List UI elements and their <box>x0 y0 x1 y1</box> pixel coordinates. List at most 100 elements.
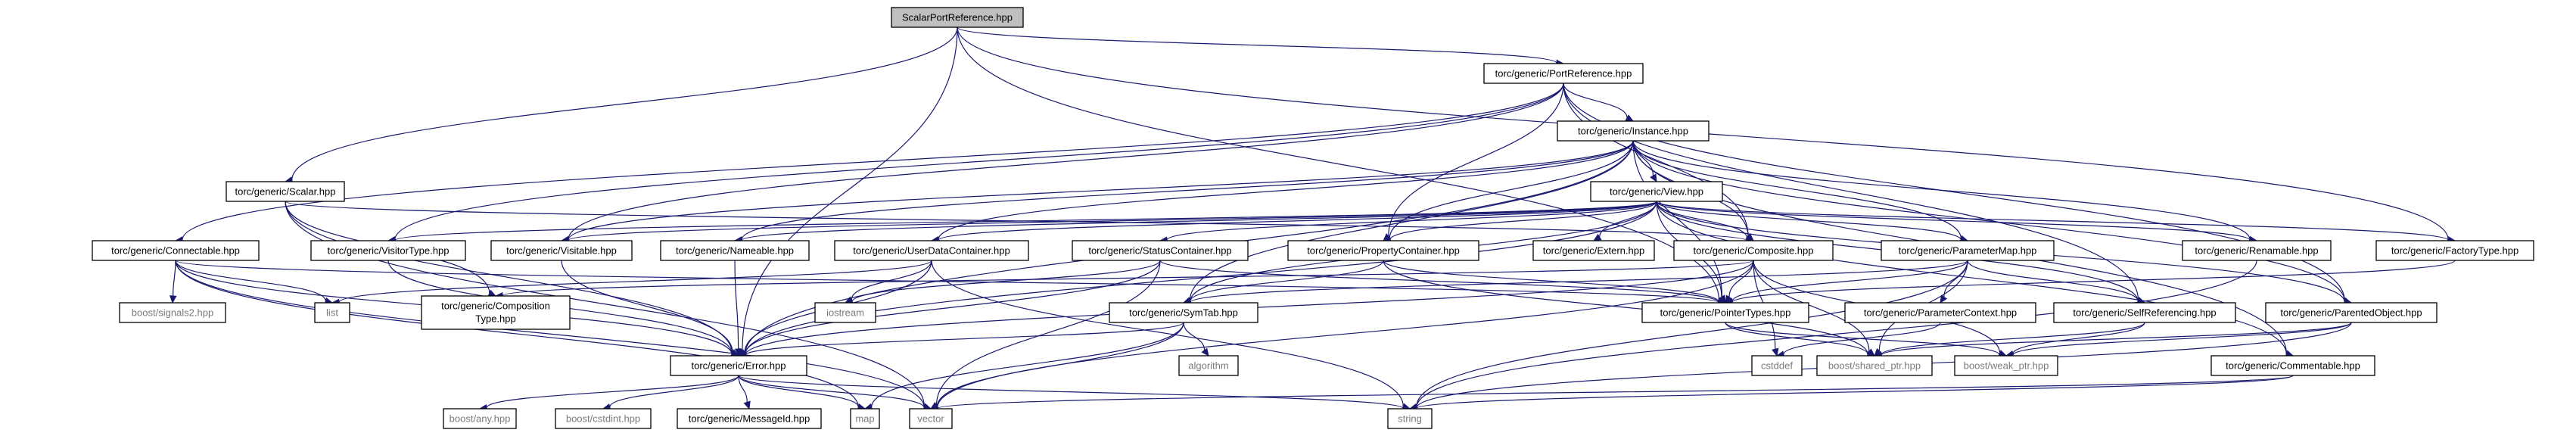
node-propcont[interactable]: torc/generic/PropertyContainer.hpp <box>1287 240 1479 261</box>
node-label: torc/generic/ParentedObject.hpp <box>2280 307 2422 318</box>
node-symtab[interactable]: torc/generic/SymTab.hpp <box>1109 302 1258 323</box>
edge-portref-to-visitortype <box>387 83 1564 244</box>
node-label: boost/signals2.hpp <box>132 307 213 318</box>
node-parammap[interactable]: torc/generic/ParameterMap.hpp <box>1881 240 2055 261</box>
node-label: torc/generic/Composition <box>441 300 550 311</box>
node-label: torc/generic/Scalar.hpp <box>235 185 336 197</box>
edge-layer <box>169 26 2456 413</box>
edge-symtab-to-algorithm <box>1183 322 1209 357</box>
node-label: Type.hpp <box>475 313 516 324</box>
node-label: torc/generic/StatusContainer.hpp <box>1088 244 1231 256</box>
node-map: map <box>850 408 880 429</box>
edge-error-to-messageid <box>738 375 751 410</box>
node-vector: vector <box>909 408 953 429</box>
node-instance[interactable]: torc/generic/Instance.hpp <box>1557 120 1710 142</box>
node-statuscont[interactable]: torc/generic/StatusContainer.hpp <box>1072 240 1249 261</box>
node-visitable[interactable]: torc/generic/Visitable.hpp <box>490 240 633 261</box>
edge-root-to-portref <box>957 26 1565 67</box>
node-visitortype[interactable]: torc/generic/VisitorType.hpp <box>310 240 466 261</box>
node-portref[interactable]: torc/generic/PortReference.hpp <box>1483 63 1644 84</box>
node-label: torc/generic/Connectable.hpp <box>111 244 240 256</box>
node-label: torc/generic/SelfReferencing.hpp <box>2073 307 2216 318</box>
node-label: list <box>326 307 338 318</box>
edge-error-to-boostcstdint <box>602 375 739 411</box>
node-label: string <box>1398 413 1422 424</box>
node-label: cstddef <box>1761 360 1793 371</box>
edge-view-to-nameable <box>733 201 1657 244</box>
node-selfref[interactable]: torc/generic/SelfReferencing.hpp <box>2053 302 2236 323</box>
node-parented[interactable]: torc/generic/ParentedObject.hpp <box>2265 302 2438 323</box>
edge-parammap-to-paramctx <box>1940 260 1968 304</box>
node-view[interactable]: torc/generic/View.hpp <box>1590 181 1723 202</box>
edge-nameable-to-error <box>734 260 742 357</box>
node-label: boost/any.hpp <box>450 413 511 424</box>
edge-propcont-to-symtab <box>1182 260 1384 305</box>
node-label: torc/generic/MessageId.hpp <box>689 413 810 424</box>
node-userdata[interactable]: torc/generic/UserDataContainer.hpp <box>834 240 1029 261</box>
node-list: list <box>314 302 350 323</box>
node-commentable[interactable]: torc/generic/Commentable.hpp <box>2210 355 2375 376</box>
node-label: iostream <box>826 307 864 318</box>
node-label: torc/generic/Extern.hpp <box>1543 244 1644 256</box>
node-boostany: boost/any.hpp <box>443 408 517 429</box>
node-nameable[interactable]: torc/generic/Nameable.hpp <box>660 240 810 261</box>
node-label: torc/generic/FactoryType.hpp <box>2391 244 2518 256</box>
edge-instance-to-renamable <box>1632 140 2258 244</box>
node-iostream: iostream <box>814 302 876 323</box>
edge-portref-to-instance <box>1563 83 1635 122</box>
edge-portref-to-visitable <box>560 83 1564 244</box>
node-sharedptr: boost/shared_ptr.hpp <box>1816 355 1933 376</box>
node-label: boost/shared_ptr.hpp <box>1828 360 1921 371</box>
node-label: vector <box>917 413 944 424</box>
node-error[interactable]: torc/generic/Error.hpp <box>670 355 807 376</box>
node-label: boost/weak_ptr.hpp <box>1964 360 2049 371</box>
node-connectable[interactable]: torc/generic/Connectable.hpp <box>92 240 260 261</box>
edge-parented-to-sharedptr <box>1873 322 2352 360</box>
node-boostsignals: boost/signals2.hpp <box>119 302 226 323</box>
edge-statuscont-to-pointertypes <box>1159 260 1727 307</box>
node-label: torc/generic/PointerTypes.hpp <box>1660 307 1791 318</box>
node-label: torc/generic/Instance.hpp <box>1578 125 1688 136</box>
node-label: ScalarPortReference.hpp <box>902 11 1013 23</box>
node-factorytype[interactable]: torc/generic/FactoryType.hpp <box>2375 240 2534 261</box>
node-label: algorithm <box>1188 360 1228 371</box>
node-label: torc/generic/SymTab.hpp <box>1129 307 1238 318</box>
edge-composite-to-pointertypes <box>1725 260 1754 304</box>
node-weakptr: boost/weak_ptr.hpp <box>1954 355 2058 376</box>
node-pointertypes[interactable]: torc/generic/PointerTypes.hpp <box>1641 302 1809 323</box>
edge-symtab-to-error <box>737 322 1184 360</box>
node-label: torc/generic/Nameable.hpp <box>676 244 794 256</box>
edge-portref-to-propcont <box>1383 83 1564 241</box>
node-label: boost/cstdint.hpp <box>566 413 640 424</box>
node-label: torc/generic/Error.hpp <box>691 360 786 371</box>
node-renamable[interactable]: torc/generic/Renamable.hpp <box>2182 240 2332 261</box>
edge-instance-to-userdata <box>930 140 1634 244</box>
node-label: torc/generic/PropertyContainer.hpp <box>1307 244 1460 256</box>
node-boostcstdint: boost/cstdint.hpp <box>555 408 652 429</box>
node-scalar[interactable]: torc/generic/Scalar.hpp <box>226 181 345 202</box>
edge-symtab-to-map <box>863 322 1184 411</box>
node-label: torc/generic/View.hpp <box>1610 185 1703 197</box>
node-label: torc/generic/VisitorType.hpp <box>328 244 450 256</box>
node-paramctx[interactable]: torc/generic/ParameterContext.hpp <box>1844 302 2036 323</box>
edge-selfref-to-sharedptr <box>1873 322 2145 359</box>
node-label: torc/generic/Renamable.hpp <box>2195 244 2318 256</box>
edge-connectable-to-boostsignals <box>169 260 177 304</box>
node-layer: ScalarPortReference.hpp torc/generic/Port… <box>92 7 2534 429</box>
edge-selfref-to-weakptr <box>2005 322 2145 358</box>
node-label: torc/generic/Commentable.hpp <box>2226 360 2360 371</box>
node-composite[interactable]: torc/generic/Composite.hpp <box>1673 240 1834 261</box>
edge-commentable-to-string <box>1408 375 2294 413</box>
edge-parammap-to-pointertypes <box>1724 260 1968 306</box>
node-label: torc/generic/UserDataContainer.hpp <box>853 244 1010 256</box>
node-cstddef: cstddef <box>1751 355 1803 376</box>
node-messageid[interactable]: torc/generic/MessageId.hpp <box>677 408 822 429</box>
node-algorithm: algorithm <box>1178 355 1239 376</box>
node-root[interactable]: ScalarPortReference.hpp <box>891 7 1024 28</box>
node-label: map <box>855 413 874 424</box>
node-extern[interactable]: torc/generic/Extern.hpp <box>1532 240 1655 261</box>
node-string: string <box>1387 408 1433 429</box>
node-label: torc/generic/Visitable.hpp <box>506 244 617 256</box>
